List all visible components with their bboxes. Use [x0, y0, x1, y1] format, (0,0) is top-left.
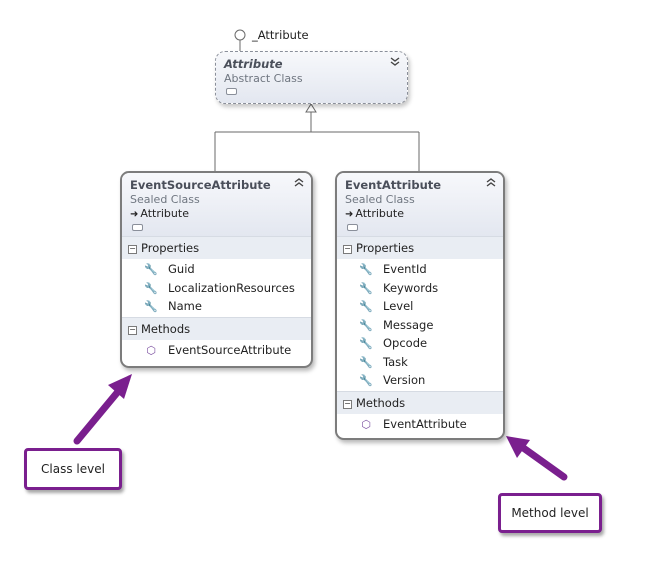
wrench-icon: 🔧	[359, 374, 373, 387]
property-name: Opcode	[383, 336, 428, 350]
class-name: EventSourceAttribute	[130, 178, 271, 192]
property-item[interactable]: 🔧 EventId	[337, 260, 503, 279]
inheritance-triangle	[305, 103, 317, 113]
interface-lollipop-icon	[234, 29, 246, 41]
class-kind: Abstract Class	[224, 72, 303, 85]
class-mini-icon	[345, 222, 495, 232]
collapse-double-chevron-up-icon[interactable]	[486, 177, 496, 189]
method-item[interactable]: ⬡ EventSourceAttribute	[122, 341, 311, 360]
class-name: EventAttribute	[345, 178, 442, 192]
properties-list: 🔧 EventId 🔧 Keywords 🔧 Level 🔧 Message 🔧 Opco…	[337, 259, 503, 390]
wrench-icon: 🔧	[144, 263, 158, 276]
property-item[interactable]: 🔧 Opcode	[337, 334, 503, 353]
wrench-icon: 🔧	[359, 337, 373, 350]
property-name: Version	[383, 373, 426, 387]
properties-section-header[interactable]: −Properties	[337, 236, 503, 259]
property-name: EventId	[383, 262, 427, 276]
class-mini-icon	[130, 222, 303, 232]
class-level-arrow	[73, 384, 125, 445]
property-name: Name	[168, 299, 202, 313]
arrow-right-icon: ➜	[345, 209, 354, 220]
section-label: Properties	[141, 241, 200, 255]
section-label: Methods	[141, 321, 191, 336]
methods-list: ⬡ EventAttribute	[337, 414, 503, 434]
cube-icon: ⬡	[146, 343, 156, 357]
collapse-section-icon[interactable]: −	[128, 244, 137, 254]
properties-section-header[interactable]: −Properties	[122, 236, 311, 259]
class-attribute[interactable]: Attribute Abstract Class	[215, 51, 408, 104]
method-level-arrowhead	[506, 436, 530, 458]
class-mini-icon	[224, 86, 399, 96]
property-item[interactable]: 🔧 LocalizationResources	[122, 279, 311, 298]
base-class-name: Attribute	[355, 207, 404, 220]
class-level-arrowhead	[108, 374, 132, 399]
property-item[interactable]: 🔧 Level	[337, 297, 503, 316]
property-name: Task	[383, 354, 408, 369]
wrench-icon: 🔧	[359, 263, 373, 276]
section-label: Methods	[356, 395, 406, 410]
class-kind: Sealed Class	[345, 193, 415, 206]
methods-section-header[interactable]: −Methods	[337, 390, 503, 414]
callout-text: Class level	[41, 462, 105, 476]
property-name: Message	[383, 317, 434, 332]
methods-section-header[interactable]: −Methods	[122, 316, 311, 340]
section-label: Properties	[356, 241, 415, 255]
property-item[interactable]: 🔧 Keywords	[337, 279, 503, 298]
property-item[interactable]: 🔧 Message	[337, 316, 503, 335]
interface-label: _Attribute	[252, 28, 309, 42]
properties-list: 🔧 Guid 🔧 LocalizationResources 🔧 Name	[122, 259, 311, 316]
wrench-icon: 🔧	[144, 281, 158, 295]
property-name: LocalizationResources	[168, 280, 295, 295]
wrench-icon: 🔧	[359, 318, 373, 332]
expand-double-chevron-down-icon[interactable]	[390, 56, 400, 68]
cube-icon: ⬡	[361, 417, 371, 431]
property-name: Level	[383, 299, 414, 313]
class-name: Attribute	[224, 57, 283, 71]
methods-list: ⬡ EventSourceAttribute	[122, 340, 311, 360]
base-class-name: Attribute	[140, 207, 189, 220]
collapse-section-icon[interactable]: −	[343, 398, 352, 409]
method-name: EventAttribute	[383, 416, 467, 431]
property-name: Keywords	[383, 280, 439, 295]
property-item[interactable]: 🔧 Task	[337, 353, 503, 372]
class-kind: Sealed Class	[130, 193, 200, 206]
method-item[interactable]: ⬡ EventAttribute	[337, 415, 503, 434]
method-level-arrow	[518, 443, 568, 481]
property-item[interactable]: 🔧 Version	[337, 371, 503, 390]
class-event-attribute[interactable]: EventAttribute Sealed Class ➜Attribute −…	[335, 171, 505, 440]
method-name: EventSourceAttribute	[168, 342, 292, 357]
collapse-section-icon[interactable]: −	[343, 244, 352, 254]
collapse-double-chevron-up-icon[interactable]	[294, 177, 304, 189]
method-level-callout: Method level	[498, 493, 602, 533]
property-item[interactable]: 🔧 Name	[122, 297, 311, 316]
property-name: Guid	[168, 262, 195, 276]
arrow-right-icon: ➜	[130, 209, 139, 220]
callout-text: Method level	[511, 506, 589, 520]
class-base: ➜Attribute	[345, 207, 495, 222]
class-base: ➜Attribute	[130, 207, 303, 222]
property-item[interactable]: 🔧 Guid	[122, 260, 311, 279]
wrench-icon: 🔧	[144, 300, 158, 313]
wrench-icon: 🔧	[359, 300, 373, 313]
class-level-callout: Class level	[24, 448, 122, 490]
wrench-icon: 🔧	[359, 281, 373, 295]
class-event-source-attribute[interactable]: EventSourceAttribute Sealed Class ➜Attri…	[120, 171, 313, 368]
collapse-section-icon[interactable]: −	[128, 324, 137, 335]
wrench-icon: 🔧	[359, 355, 373, 369]
